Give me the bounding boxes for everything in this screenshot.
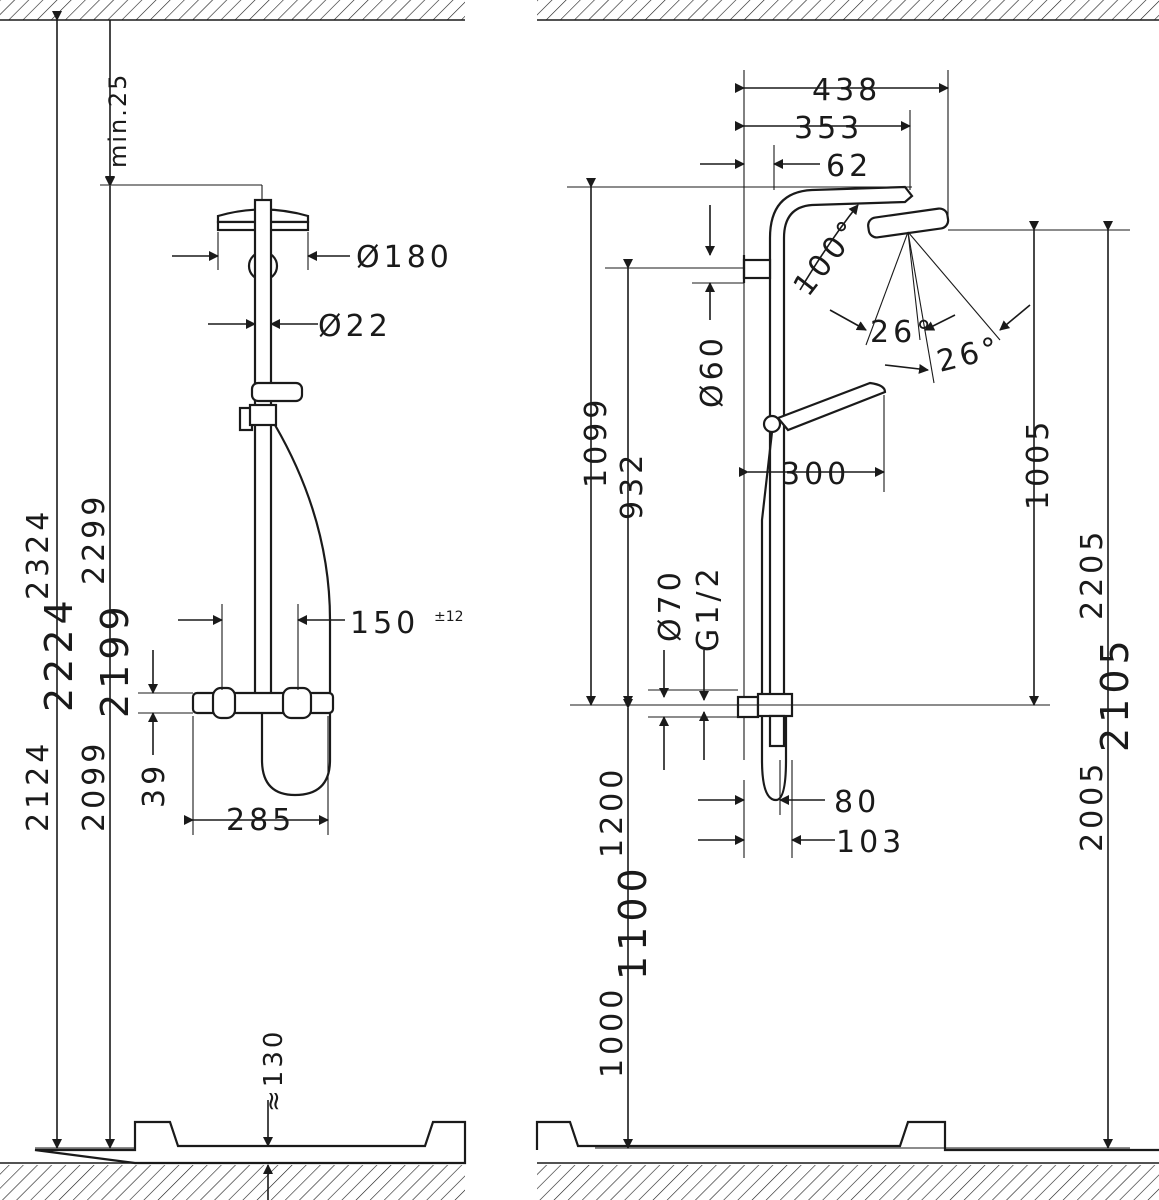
dim-rail-height-mid: 2199 (93, 601, 137, 718)
side-mixer-icon (736, 695, 760, 719)
dim-head-reach: 438 (812, 73, 881, 108)
dim-mixer-depth-1: 80 (834, 785, 880, 820)
dim-head-height-min: 2005 (1075, 760, 1110, 852)
shower-tray-right (535, 1120, 1159, 1152)
floor-right (537, 1162, 1159, 1200)
dim-arm-height: 1099 (579, 396, 614, 488)
dim-wall-bracket: Ø60 (695, 334, 730, 408)
dim-total-height-mid: 2224 (37, 595, 81, 712)
ceiling-right (537, 0, 1159, 21)
dim-floor-distance: ≈130 (259, 1029, 289, 1112)
dim-mixer-height-mid: 1100 (611, 863, 655, 980)
dim-total-height-max: 2324 (21, 508, 56, 600)
dim-thread: G1/2 (691, 564, 726, 652)
dim-head-diameter: Ø180 (356, 240, 453, 275)
dim-mixer-height-max: 1200 (595, 766, 630, 858)
side-dimension-labels: 438 353 62 Ø60 1099 932 Ø70 G1/2 100° 26… (579, 73, 1137, 1078)
ceiling-left (0, 0, 465, 21)
side-dimension-lines (567, 70, 1130, 1149)
shower-tray-left (34, 1120, 467, 1165)
dim-arm-offset: 62 (826, 149, 872, 184)
dim-rail-diameter: Ø22 (318, 309, 392, 344)
front-dimension-labels: 2324 2224 2124 2299 2199 2099 min.25 Ø18… (21, 73, 464, 1112)
dim-arm-reach: 353 (794, 111, 863, 146)
dim-rail-height-max: 2299 (77, 493, 112, 585)
dim-head-angle: 100° (787, 212, 869, 303)
side-hand-shower-icon (776, 381, 887, 432)
side-overhead-shower-icon (867, 207, 950, 239)
dim-rosette: Ø70 (653, 568, 688, 642)
dim-head-height-mid: 2105 (1093, 635, 1137, 752)
dim-mixer-offset: 39 (137, 762, 172, 808)
dim-mixer-height-min: 1000 (595, 986, 630, 1078)
front-dimension-lines (35, 11, 350, 1200)
dim-mixer-depth-2: 103 (836, 825, 905, 860)
dim-rail-height-min: 2099 (77, 740, 112, 832)
dim-bracket-height: 932 (615, 451, 650, 520)
front-view-shower (100, 184, 335, 797)
dim-connection-spacing: 150 (350, 606, 419, 641)
dim-spray-angle-1: 26° (870, 315, 935, 350)
dim-spray-angle-2: 26° (933, 330, 1005, 380)
hand-shower-holder-icon (250, 381, 304, 403)
floor-left (0, 1162, 465, 1200)
dim-hand-shower-length: 300 (781, 457, 850, 492)
dim-head-above-mixer: 1005 (1021, 418, 1056, 510)
dim-connection-tolerance: ±12 (434, 609, 464, 625)
dim-head-height-max: 2205 (1075, 528, 1110, 620)
dim-mixer-width: 285 (226, 803, 295, 838)
dim-ceiling-clearance: min.25 (104, 73, 132, 168)
dim-total-height-min: 2124 (21, 740, 56, 832)
